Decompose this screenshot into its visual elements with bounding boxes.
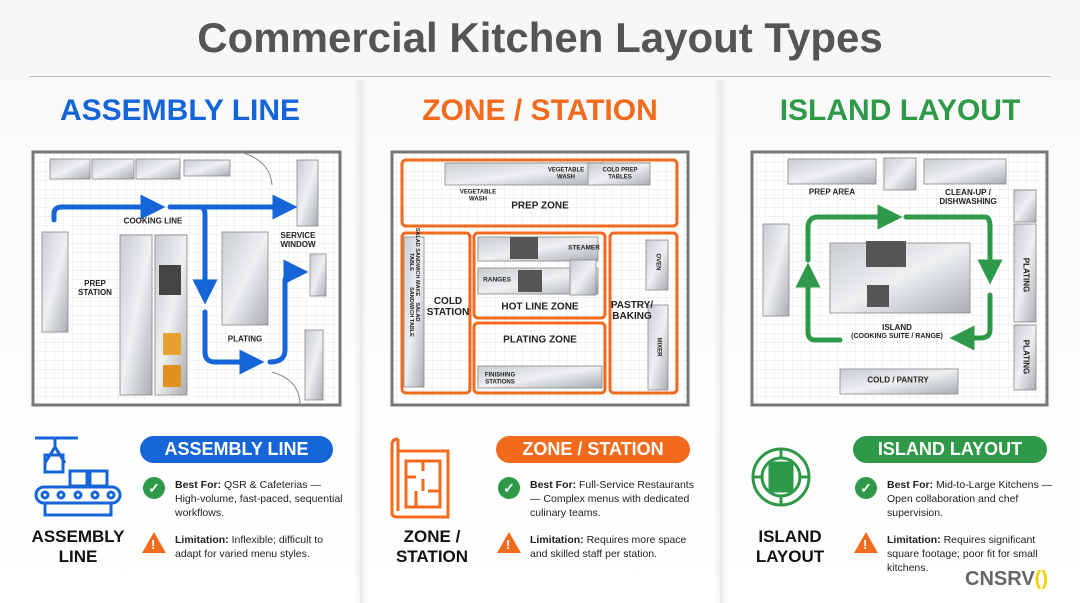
label-plating-1: PLATING <box>1021 257 1031 293</box>
limitation-zone: Limitation: Requires more space and skil… <box>530 533 700 561</box>
icon-label-zone: ZONE /STATION <box>377 527 487 566</box>
warning-icon: ! <box>142 532 166 553</box>
label-line: ISLAND <box>758 527 822 546</box>
label-line: STATION <box>78 288 112 297</box>
floor-plan-icon <box>390 437 450 519</box>
divider <box>354 80 368 603</box>
label-plating: PLATING <box>227 334 263 344</box>
label-ranges: RANGES <box>483 276 511 284</box>
label-mixer: MIXER <box>655 337 662 357</box>
label-line: STATIONS <box>485 379 515 385</box>
label-line: TABLES <box>608 174 632 180</box>
check-icon: ✓ <box>855 477 877 499</box>
label-hot-line-zone: HOT LINE ZONE <box>501 301 579 313</box>
conveyor-belt-icon <box>34 436 122 517</box>
label-cooking-line: COOKING LINE <box>123 216 183 226</box>
plan-island <box>750 150 1049 407</box>
pill-zone: ZONE / STATION <box>496 436 690 463</box>
best-for-text: Mid-to-Large Kitchens — Open collaborati… <box>887 479 1053 520</box>
label-prep-zone: PREP ZONE <box>511 200 569 212</box>
label-steamer: STEAMER <box>568 244 600 252</box>
best-for-text: QSR & Cafeterias — High-volume, fast-pac… <box>175 479 343 520</box>
label-clean-up: CLEAN-UP /DISHWASHING <box>939 188 997 207</box>
label-line: VEGETABLE <box>459 189 497 196</box>
page-title: Commercial Kitchen Layout Types <box>197 14 883 61</box>
heading-island: ISLAND LAYOUT <box>779 94 1021 127</box>
heading-zone: ZONE / STATION <box>422 94 658 127</box>
brand-logo: CNSRV() <box>965 568 1048 590</box>
label-line: BAKING <box>612 311 652 322</box>
pill-island: ISLAND LAYOUT <box>853 436 1047 463</box>
label-line: CLEAN-UP / <box>945 188 991 198</box>
best-for-assembly: Best For: QSR & Cafeterias — High-volume… <box>175 478 345 521</box>
best-for-label: Best For: <box>530 479 577 491</box>
label-line: STATION <box>395 546 469 566</box>
label-line: WASH <box>556 174 575 180</box>
warning-icon: ! <box>497 532 521 553</box>
label-line: DISHWASHING <box>939 197 997 206</box>
label-line: LINE <box>58 546 98 566</box>
label-line: ISLAND <box>882 322 912 332</box>
label-cold-pantry: COLD / PANTRY <box>867 375 929 385</box>
label-line: STATION <box>426 307 470 318</box>
check-icon: ✓ <box>498 477 520 499</box>
limitation-label: Limitation: <box>887 534 941 546</box>
label-line: ZONE / <box>403 527 461 546</box>
label-prep-area: PREP AREA <box>808 187 856 197</box>
label-island: ISLAND(COOKING SUITE / RANGE) <box>851 322 943 340</box>
best-for-label: Best For: <box>175 479 222 491</box>
label-line: (COOKING SUITE / RANGE) <box>851 332 943 340</box>
label-plating-zone: PLATING ZONE <box>503 334 577 346</box>
label-line: PASTRY/ <box>610 300 654 311</box>
limitation-label: Limitation: <box>175 534 229 546</box>
label-salad-table: SALAD SANDWICH TABLE <box>408 287 421 337</box>
label-line: VEGETABLE <box>547 167 585 174</box>
limitation-text: Inflexible; difficult to adapt for varie… <box>175 534 324 561</box>
label-line: SERVICE <box>280 231 316 241</box>
plan-assembly <box>31 150 342 407</box>
limitation-text: Requires more space and skilled staff pe… <box>530 534 687 561</box>
best-for-zone: Best For: Full-Service Restaurants — Com… <box>530 478 700 521</box>
label-line: COLD <box>433 296 463 307</box>
label-line: COLD PREP <box>602 167 638 174</box>
divider <box>714 80 728 603</box>
limitation-label: Limitation: <box>530 534 584 546</box>
label-plating-2: PLATING <box>1021 339 1031 375</box>
heading-assembly: ASSEMBLY LINE <box>59 94 301 127</box>
title-rule <box>30 76 1050 77</box>
plan-zone <box>390 150 690 407</box>
label-line: LAYOUT <box>755 546 825 566</box>
best-for-label: Best For: <box>887 479 934 491</box>
label-line: WASH <box>468 196 487 202</box>
best-for-text: Full-Service Restaurants — Complex menus… <box>530 479 694 520</box>
target-island-icon <box>751 447 811 507</box>
label-pastry-baking: PASTRY/BAKING <box>611 300 653 322</box>
best-for-island: Best For: Mid-to-Large Kitchens — Open c… <box>887 478 1057 521</box>
limitation-assembly: Limitation: Inflexible; difficult to ada… <box>175 533 345 561</box>
check-icon: ✓ <box>143 477 165 499</box>
limitation-island: Limitation: Requires significant square … <box>887 533 1057 576</box>
label-line: WINDOW <box>280 240 316 249</box>
limitation-text: Requires significant square footage; poo… <box>887 534 1038 575</box>
label-oven: OVEN <box>654 253 661 271</box>
label-line: FINISHING <box>484 372 516 379</box>
pill-assembly: ASSEMBLY LINE <box>140 436 333 463</box>
brand-text: CNSRV <box>965 568 1035 590</box>
warning-icon: ! <box>854 532 878 553</box>
label-line: PREP <box>84 279 106 289</box>
label-line: ASSEMBLY <box>31 527 125 546</box>
